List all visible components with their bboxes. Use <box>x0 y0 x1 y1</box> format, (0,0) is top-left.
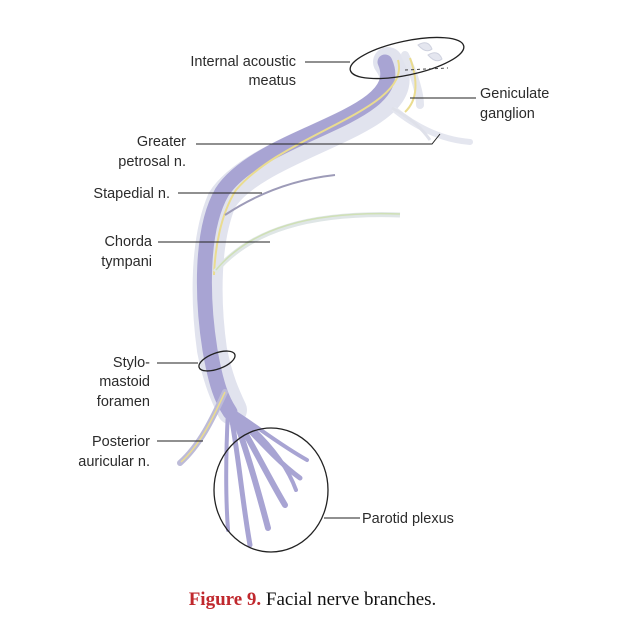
chorda-tympani-core <box>215 212 401 271</box>
label-stapedial: Stapedial n. <box>93 186 170 202</box>
figure-caption: Figure 9. Facial nerve branches. <box>0 589 625 611</box>
label-greater-petrosal-2: petrosal n. <box>118 154 186 170</box>
label-stylo-2: mastoid <box>99 374 150 390</box>
label-internal-acoustic-2: meatus <box>248 73 296 89</box>
label-posterior-auricular-2: auricular n. <box>78 454 150 470</box>
label-chorda-2: tympani <box>101 254 152 270</box>
facial-nerve-illustration <box>177 47 473 548</box>
label-stylo-1: Stylo- <box>113 355 150 371</box>
cochlea-icon <box>417 42 443 62</box>
label-internal-acoustic-1: Internal acoustic <box>190 54 296 70</box>
geniculate-dashed-line <box>404 67 449 71</box>
intermedius-fibre-2 <box>404 57 417 113</box>
facial-nerve-trunk <box>196 54 396 420</box>
label-greater-petrosal-1: Greater <box>137 134 186 150</box>
internal-acoustic-meatus-ellipse <box>349 36 465 80</box>
intermedius-fibre <box>213 59 401 276</box>
label-geniculate-2: ganglion <box>480 106 535 122</box>
chorda-tympani-nerve <box>213 212 401 274</box>
label-parotid-plexus: Parotid plexus <box>362 511 454 527</box>
label-stylo-3: foramen <box>97 394 150 410</box>
label-posterior-auricular-1: Posterior <box>92 434 150 450</box>
stapedial-nerve <box>224 174 336 216</box>
label-geniculate-1: Geniculate <box>480 86 549 102</box>
parotid-plexus-ellipse <box>213 427 329 553</box>
nerve-light-branch <box>392 107 473 145</box>
label-chorda-1: Chorda <box>104 234 152 250</box>
figure-number: Figure 9. <box>188 589 262 610</box>
nerve-sheath <box>192 47 410 425</box>
figure-caption-text: Facial nerve branches. <box>265 589 437 610</box>
posterior-auricular-fibre <box>180 391 226 463</box>
parotid-branches <box>224 407 309 548</box>
posterior-auricular-nerve <box>177 389 228 466</box>
leader-greater-petrosal <box>196 133 441 145</box>
stylomastoid-foramen-ellipse <box>198 350 236 372</box>
greater-petrosal-nerve <box>391 106 432 141</box>
